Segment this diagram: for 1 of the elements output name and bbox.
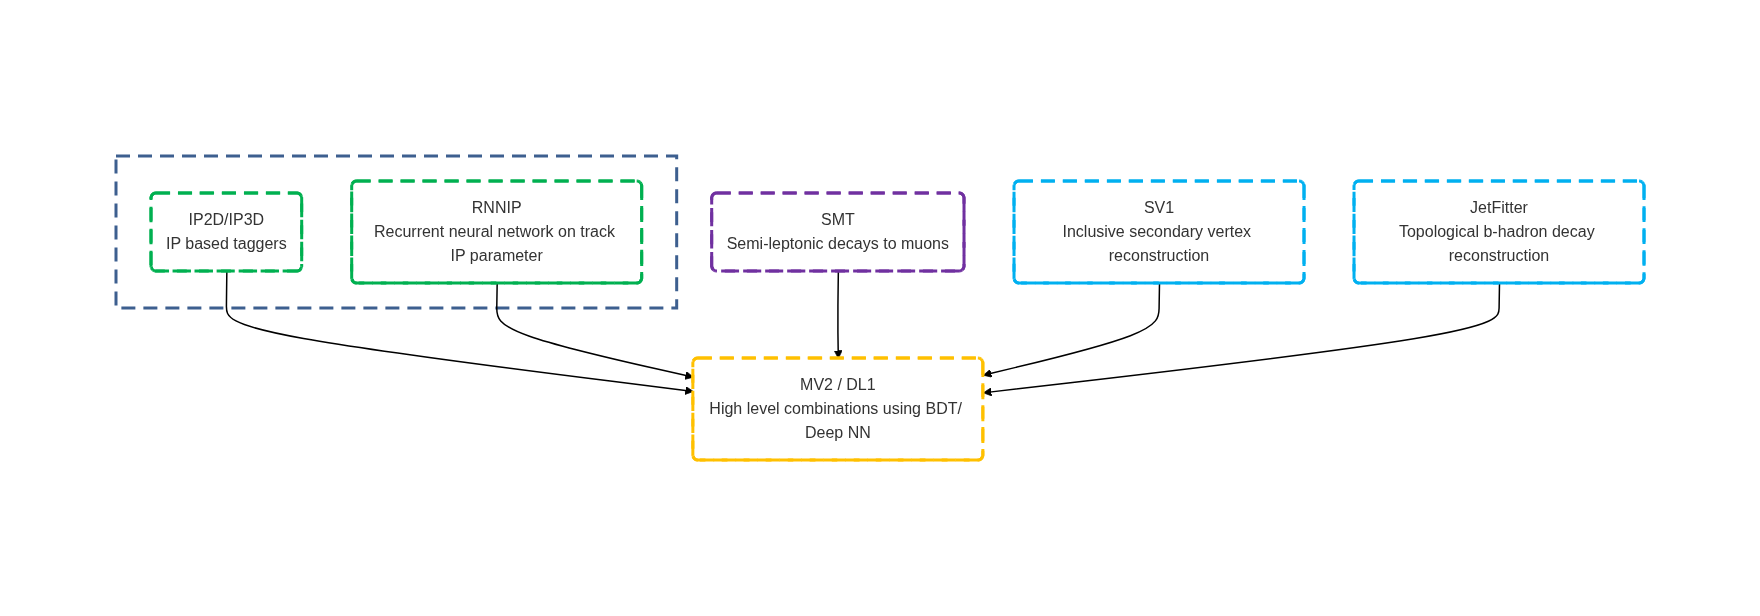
cluster bbox=[114, 154, 679, 310]
